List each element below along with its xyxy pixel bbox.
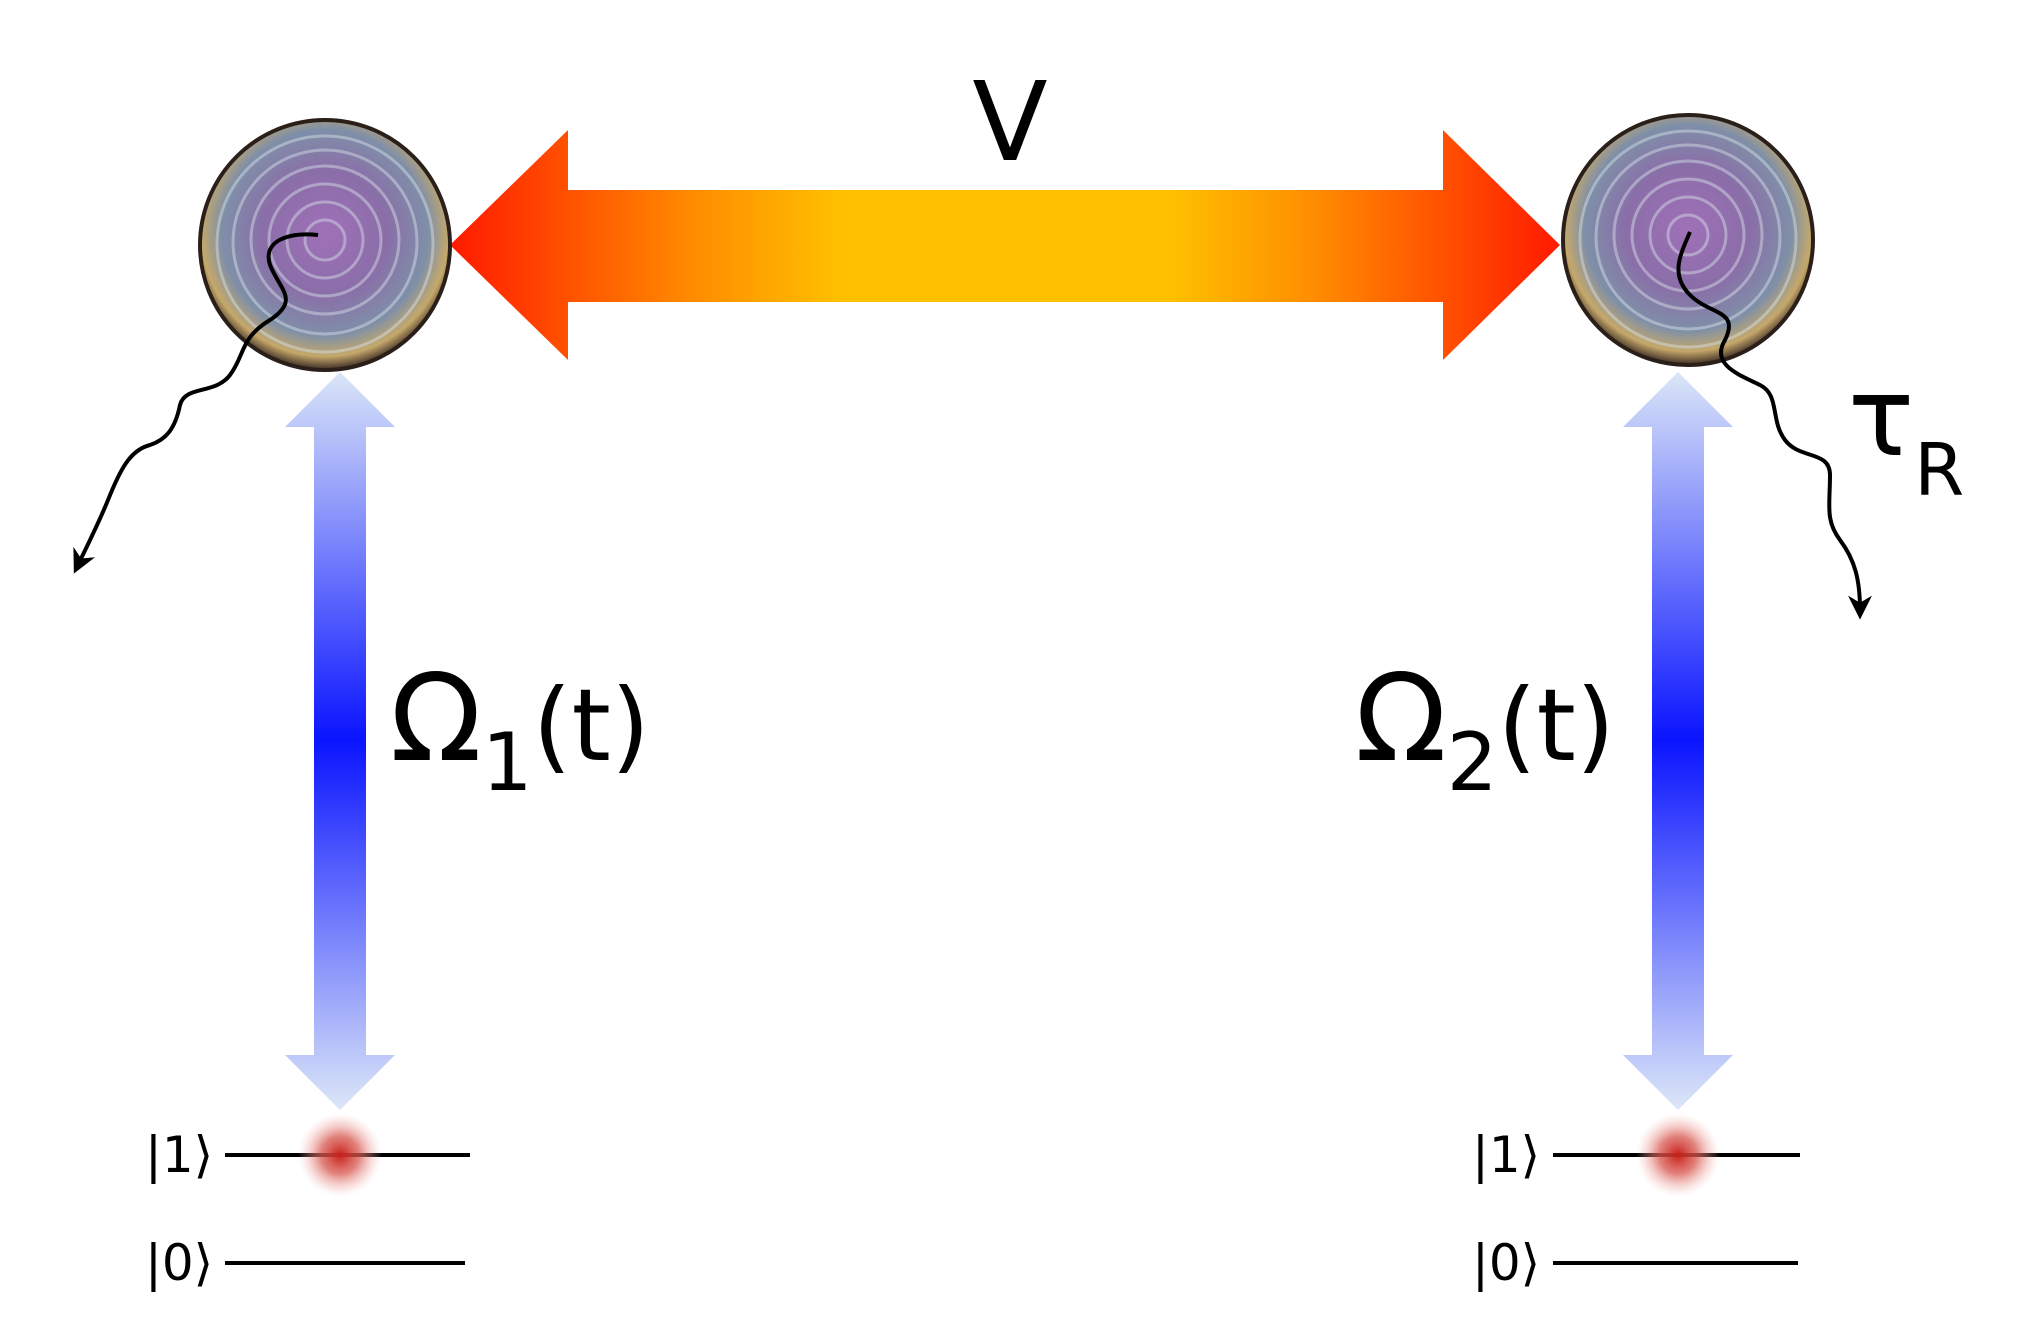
population-dot-left: [298, 1113, 382, 1197]
population-dot-right: [1636, 1113, 1720, 1197]
drive-arrow-left: [285, 372, 395, 1110]
decay-label: τR: [1848, 353, 1964, 512]
level-scheme-right: |1⟩ |0⟩: [1472, 1113, 1800, 1292]
ket-upper-left: |1⟩: [145, 1126, 213, 1184]
decay-wiggle-right: [1676, 231, 1872, 620]
rabi-1-argument: (t): [533, 667, 650, 784]
decay-symbol: τ: [1848, 353, 1914, 481]
rabi-label-left: Ω1(t): [390, 650, 650, 809]
rabi-2-symbol: Ω: [1355, 650, 1447, 789]
ket-lower-right: |0⟩: [1472, 1234, 1540, 1292]
rabi-label-right: Ω2(t): [1355, 650, 1615, 809]
interaction-arrow: [450, 130, 1560, 360]
rabi-1-symbol: Ω: [390, 650, 482, 789]
ket-upper-right: |1⟩: [1472, 1126, 1540, 1184]
interaction-label: V: [972, 58, 1047, 186]
drive-arrow-right: [1623, 372, 1733, 1110]
ket-lower-left: |0⟩: [145, 1234, 213, 1292]
rabi-2-argument: (t): [1498, 667, 1615, 784]
level-scheme-left: |1⟩ |0⟩: [145, 1113, 470, 1292]
decay-subscript: R: [1914, 428, 1964, 512]
decay-wiggle-left: [73, 232, 319, 574]
rabi-2-subscript: 2: [1447, 716, 1498, 809]
rabi-1-subscript: 1: [482, 716, 533, 809]
atom-left: [198, 118, 452, 372]
